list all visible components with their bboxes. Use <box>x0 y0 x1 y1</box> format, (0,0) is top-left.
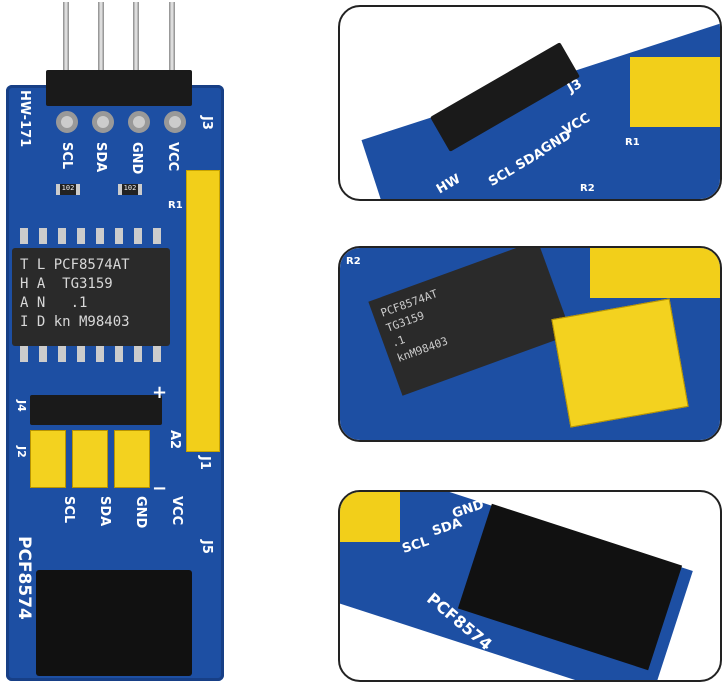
chip-legs-bottom <box>20 346 161 362</box>
r1-label: R1 <box>168 200 183 211</box>
top-pin-sda: SDA <box>93 142 108 173</box>
j4-label: J4 <box>15 400 28 412</box>
r2-label: R2 <box>346 256 361 267</box>
bottom-female-socket <box>36 570 192 676</box>
plus-label: + <box>152 382 168 403</box>
pcf8574-chip: T L PCF8574AT H A TG3159 A N .1 I D kn M… <box>12 248 170 346</box>
chip-legs-top <box>20 228 161 244</box>
chip-text-line: A N .1 <box>20 295 88 311</box>
j5-label: J5 <box>199 540 214 554</box>
chip-text-line: I D kn M98403 <box>20 314 130 330</box>
r2-label: R2 <box>580 183 595 194</box>
jumper-cap[interactable] <box>114 430 150 488</box>
detail-panel-top-header: J3 VCC GND SDA SCL HW R1 R2 <box>338 5 722 201</box>
r1-label: R1 <box>625 137 640 148</box>
bottom-pin-gnd: GND <box>133 496 148 529</box>
detail-panel-socket: GND SDA SCL PCF8574 <box>338 490 722 682</box>
jumper-pin-header <box>30 395 162 425</box>
jumper-cap[interactable] <box>72 430 108 488</box>
top-header-housing <box>46 70 192 106</box>
side-yellow-header <box>186 170 220 452</box>
chip-text-line: T L PCF8574AT <box>20 257 130 273</box>
top-pin-vcc: VCC <box>165 142 180 172</box>
chip-text-line: H A TG3159 <box>20 276 113 292</box>
a2-label: A2 <box>167 430 182 450</box>
header-pads <box>46 108 192 138</box>
minus-label: − <box>152 478 168 499</box>
bottom-pin-vcc: VCC <box>169 496 184 526</box>
bottom-pin-sda: SDA <box>97 496 112 527</box>
top-pin-scl: SCL <box>59 142 74 170</box>
detail-panel-chip: PCF8574AT TG3159 .1 knM98403 T L R2 <box>338 246 722 442</box>
top-pin-gnd: GND <box>129 142 144 175</box>
resistor: 102 <box>56 184 80 195</box>
j1-label: J1 <box>197 456 212 470</box>
j2-label: J2 <box>15 446 28 458</box>
board-name-label: HW-171 <box>17 90 32 148</box>
model-label: PCF8574 <box>14 536 34 620</box>
bottom-pin-scl: SCL <box>61 496 76 524</box>
resistor: 102 <box>118 184 142 195</box>
j3-label: J3 <box>199 116 214 130</box>
jumper-cap[interactable] <box>30 430 66 488</box>
